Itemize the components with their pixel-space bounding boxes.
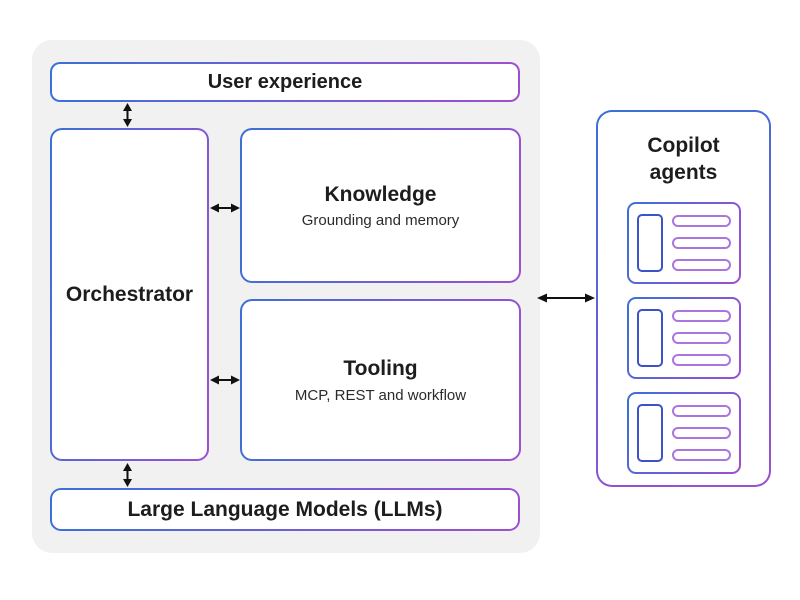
agent-card-list <box>626 201 741 474</box>
bidirectional-arrow-icon-orchestrator-tooling <box>210 375 240 385</box>
agent-card-icon <box>626 296 741 379</box>
agent-card-lines <box>671 404 731 461</box>
bidirectional-arrow-icon-orchestrator-llm <box>123 463 132 487</box>
agent-card-lines <box>671 309 731 366</box>
bidirectional-arrow-icon-container-copilot <box>537 293 595 303</box>
llm-box: Large Language Models (LLMs) <box>50 488 520 531</box>
user-experience-box: User experience <box>50 62 520 102</box>
agent-card-icon <box>626 201 741 284</box>
orchestrator-box: Orchestrator <box>50 128 209 461</box>
tooling-subtitle: MCP, REST and workflow <box>294 386 467 404</box>
bidirectional-arrow-icon-orchestrator-knowledge <box>210 203 240 213</box>
agent-card-sidebar-shape <box>636 403 663 462</box>
tooling-title: Tooling <box>343 357 418 381</box>
agent-card-sidebar-shape <box>636 213 663 272</box>
knowledge-subtitle: Grounding and memory <box>301 212 460 230</box>
tooling-box: Tooling MCP, REST and workflow <box>240 299 521 461</box>
agent-card-sidebar-shape <box>636 308 663 367</box>
agent-card-lines <box>671 214 731 271</box>
agent-card-icon <box>626 391 741 474</box>
user-experience-label: User experience <box>207 70 363 93</box>
knowledge-title: Knowledge <box>324 182 437 206</box>
bidirectional-arrow-icon-ux-orchestrator <box>123 103 132 127</box>
knowledge-box: Knowledge Grounding and memory <box>240 128 521 283</box>
orchestrator-label: Orchestrator <box>65 282 194 306</box>
llm-label: Large Language Models (LLMs) <box>127 497 443 521</box>
